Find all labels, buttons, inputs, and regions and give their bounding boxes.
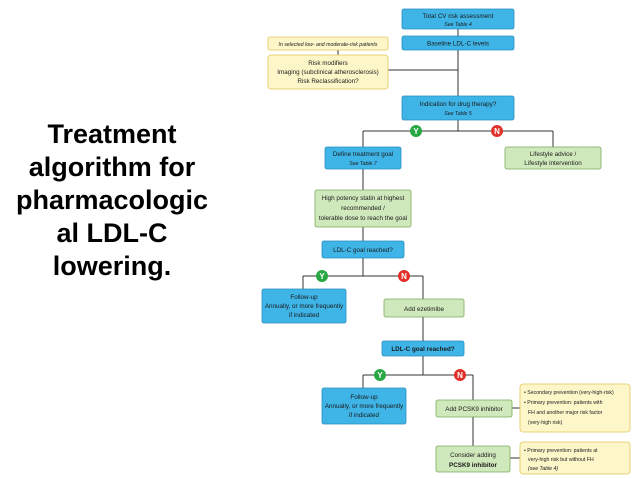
side-title-line: al LDL-C — [56, 218, 168, 248]
total-cv-label: Total CV risk assessment — [423, 13, 494, 20]
side-title-line: lowering. — [52, 251, 172, 281]
svg-text:Y: Y — [377, 371, 383, 380]
followup-box-2: Follow-up Annually, or more frequently i… — [321, 387, 407, 425]
svg-text:N: N — [401, 272, 407, 281]
goal-reached-box-1: LDL-C goal reached? — [321, 240, 405, 259]
no-badge: N — [454, 369, 466, 381]
side-title-line: Treatment — [47, 119, 177, 149]
total-cv-ref: See Table 4 — [444, 22, 472, 28]
total-cv-risk-box: Total CV risk assessment See Table 4 — [401, 8, 515, 30]
consider-line: Consider adding — [450, 452, 496, 459]
consider-line: PCSK9 inhibitor — [449, 462, 497, 469]
consider-pcsk9-box: Consider adding PCSK9 inhibitor — [435, 445, 511, 473]
statin-line: High potency statin at highest — [322, 195, 405, 202]
yes-badge: Y — [316, 270, 328, 282]
svg-text:Y: Y — [319, 272, 325, 281]
indication-box: Indication for drug therapy? See Table 5 — [401, 95, 515, 121]
define-goal-box: Define treatment goal See Table 7 — [324, 146, 402, 170]
pcsk9-box: Add PCSK9 inhibitor — [435, 399, 513, 418]
svg-text:N: N — [457, 371, 463, 380]
statin-box: High potency statin at highest recommend… — [314, 189, 412, 228]
modifiers-line: Risk Reclassification? — [297, 78, 359, 85]
followup-line: Annually, or more frequently — [265, 303, 344, 310]
note-box-2: • Primary prevention: patients at very-h… — [519, 441, 631, 475]
goal-reached-label: LDL-C goal reached? — [391, 346, 454, 353]
modifiers-line: Imaging (subclinical atherosclerosis) — [277, 69, 379, 76]
lifestyle-line: Lifestyle advice / — [530, 151, 577, 158]
note-line: • Primary prevention: patients with — [524, 400, 603, 406]
goal-reached-box-2: LDL-C goal reached? — [381, 340, 465, 357]
yes-badge: Y — [410, 125, 422, 137]
no-badge: N — [398, 270, 410, 282]
followup-line: Follow-up — [290, 294, 318, 301]
selected-patients-box: In selected low- and moderate-risk patie… — [267, 36, 389, 51]
note-box-1: • Secondary prevention (very-high-risk) … — [519, 383, 631, 433]
risk-modifiers-box: Risk modifiers Imaging (subclinical athe… — [267, 54, 389, 90]
selected-note: In selected low- and moderate-risk patie… — [279, 42, 378, 48]
lifestyle-box: Lifestyle advice / Lifestyle interventio… — [504, 146, 602, 170]
followup-line: Follow-up — [350, 394, 378, 401]
baseline-label: Baseline LDL-C levels — [427, 41, 489, 48]
goal-reached-label: LDL-C goal reached? — [333, 247, 393, 254]
define-goal-ref: See Table 7 — [349, 161, 378, 167]
side-title: Treatment algorithm for pharmacologic al… — [4, 118, 220, 283]
ezetimibe-box: Add ezetimibe — [383, 298, 465, 318]
note-line: FH and another major risk factor — [528, 410, 603, 416]
indication-ref: See Table 5 — [444, 111, 472, 117]
note-line: very-high risk but without FH — [528, 457, 594, 463]
define-goal-label: Define treatment goal — [333, 151, 393, 158]
statin-line: tolerable dose to reach the goal — [319, 215, 407, 222]
statin-line: recommended / — [341, 205, 385, 212]
modifiers-line: Risk modifiers — [308, 60, 348, 67]
followup-box-1: Follow-up Annually, or more frequently i… — [261, 288, 347, 324]
no-badge: N — [491, 125, 503, 137]
ezetimibe-label: Add ezetimibe — [404, 306, 444, 313]
yes-badge: Y — [374, 369, 386, 381]
lifestyle-line: Lifestyle intervention — [524, 160, 582, 167]
followup-line: if indicated — [349, 412, 380, 419]
pcsk9-label: Add PCSK9 inhibitor — [445, 406, 502, 413]
side-title-line: pharmacologic — [15, 185, 209, 215]
side-title-line: algorithm for — [28, 152, 196, 182]
note-line: (see Table 4) — [528, 466, 558, 472]
svg-text:Y: Y — [413, 127, 419, 136]
note-line: (very-high risk) — [528, 420, 563, 426]
note-line: • Secondary prevention (very-high-risk) — [524, 390, 614, 396]
followup-line: Annually, or more frequently — [325, 403, 404, 410]
svg-text:N: N — [494, 127, 500, 136]
note-line: • Primary prevention: patients at — [524, 448, 598, 454]
baseline-ldl-box: Baseline LDL-C levels — [401, 35, 515, 51]
followup-line: if indicated — [289, 312, 320, 319]
indication-label: Indication for drug therapy? — [420, 101, 497, 108]
